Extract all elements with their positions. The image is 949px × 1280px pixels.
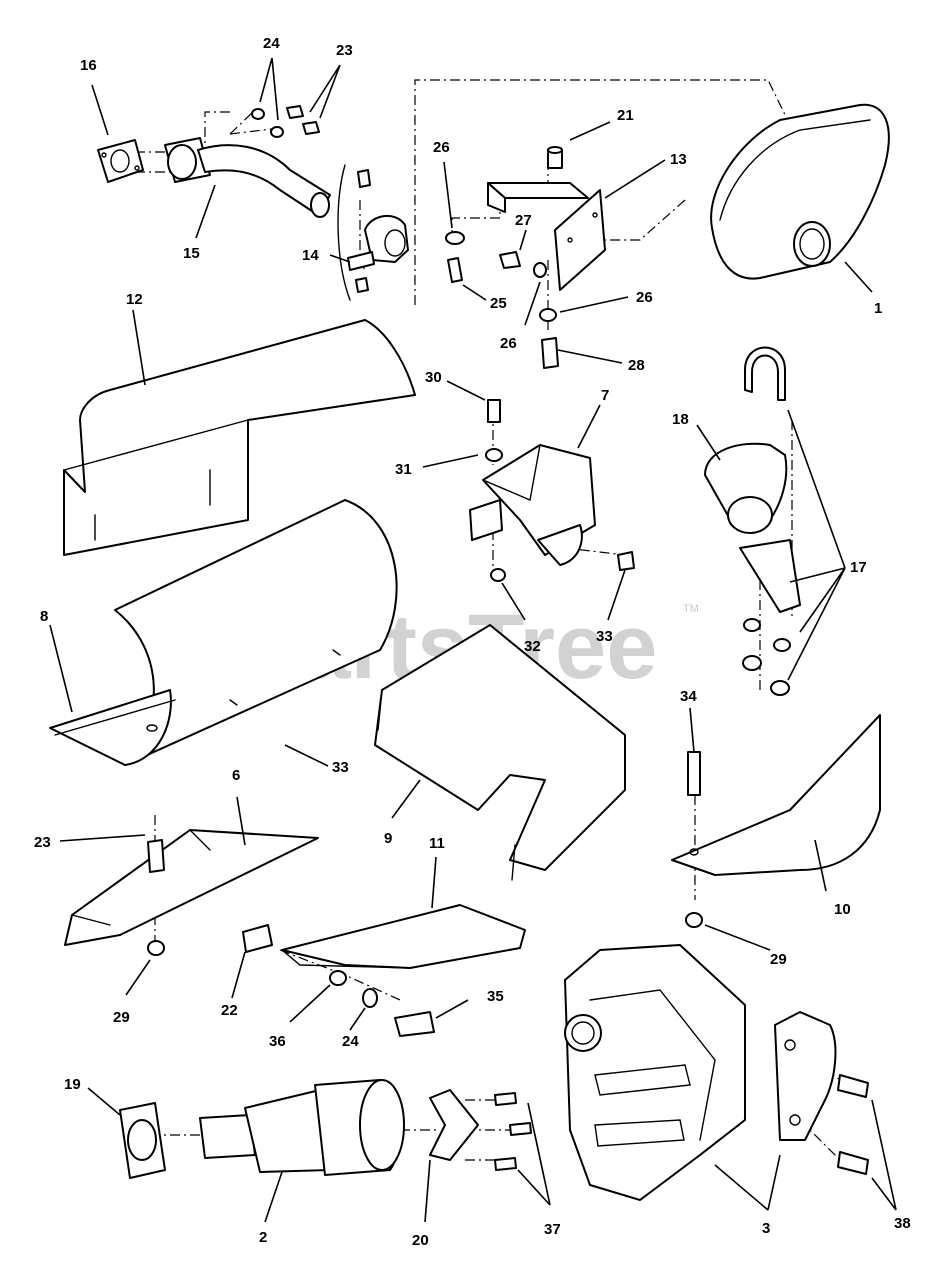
callout-18: 18: [672, 411, 689, 428]
part-37-screws: [494, 1092, 532, 1171]
callout-33-left: 33: [332, 759, 349, 776]
callout-23-left: 23: [34, 834, 51, 851]
callout-29-left: 29: [113, 1009, 130, 1026]
callout-25: 25: [490, 295, 507, 312]
part-38-bracket-and-screws: [774, 1011, 869, 1175]
callout-23: 23: [336, 42, 353, 59]
part-17-u-bolt: [742, 346, 791, 696]
callout-26-top: 26: [433, 139, 450, 156]
leader-lines: [49, 57, 897, 1223]
callout-19: 19: [64, 1076, 81, 1093]
callout-38: 38: [894, 1215, 911, 1232]
callout-3: 3: [762, 1220, 770, 1237]
callout-12: 12: [126, 291, 143, 308]
part-19-nut: [119, 1102, 166, 1179]
part-23-24-hardware-top: [251, 105, 320, 138]
part-18-elbow: [704, 442, 801, 613]
callout-6: 6: [232, 767, 240, 784]
callout-24: 24: [263, 35, 280, 52]
callout-29-right: 29: [770, 951, 787, 968]
callout-9: 9: [384, 830, 392, 847]
callout-7: 7: [601, 387, 609, 404]
callout-2: 2: [259, 1229, 267, 1246]
part-8-curved-shield: [49, 499, 398, 766]
callout-14: 14: [302, 247, 319, 264]
part-6-plate: [64, 829, 319, 946]
callout-33-right: 33: [596, 628, 613, 645]
callout-16: 16: [80, 57, 97, 74]
part-30-31-32-hardware: [485, 399, 635, 582]
callout-labels: 16 24 23 15 14 26 21 13 27 25 26 26 28 1…: [34, 35, 911, 1249]
callout-35: 35: [487, 988, 504, 1005]
callout-8: 8: [40, 608, 48, 625]
callout-20: 20: [412, 1232, 429, 1249]
part-15-exhaust-pipe: [164, 137, 331, 218]
callout-36: 36: [269, 1033, 286, 1050]
watermark-trademark: TM: [683, 603, 699, 615]
callout-27: 27: [515, 212, 532, 229]
callout-11: 11: [429, 835, 445, 852]
part-23-29-hardware-left: [147, 839, 165, 956]
callout-32: 32: [524, 638, 541, 655]
callout-15: 15: [183, 245, 200, 262]
part-9-cover: [374, 624, 626, 881]
callout-1: 1: [874, 300, 882, 317]
callout-31: 31: [395, 461, 412, 478]
part-10-shield: [671, 714, 881, 876]
callout-10: 10: [834, 901, 851, 918]
part-11-trough: [281, 904, 526, 969]
callout-17: 17: [850, 559, 867, 576]
callout-13: 13: [670, 151, 687, 168]
part-25-28-hardware: [445, 231, 559, 369]
callout-21: 21: [617, 107, 634, 124]
part-34-29-hardware: [685, 751, 703, 928]
part-14-clamp: [337, 164, 409, 301]
part-3-muffler: [564, 944, 746, 1201]
callout-26-bottom: 26: [500, 335, 517, 352]
part-20-clamp: [429, 1089, 479, 1161]
callout-26-right: 26: [636, 289, 653, 306]
part-7-bracket: [469, 444, 596, 566]
callout-22: 22: [221, 1002, 238, 1019]
part-2-arrestor: [199, 1079, 405, 1176]
callout-30: 30: [425, 369, 442, 386]
callout-24-bottom: 24: [342, 1033, 359, 1050]
part-22-36-24-35-hardware: [242, 924, 435, 1037]
part-1-muffler: [710, 103, 890, 280]
part-21-spacer: [547, 146, 563, 169]
part-12-heat-shield: [63, 319, 416, 556]
callout-28: 28: [628, 357, 645, 374]
part-16-gasket: [97, 139, 144, 183]
callout-34: 34: [680, 688, 697, 705]
callout-37: 37: [544, 1221, 561, 1238]
part-13-bracket: [487, 182, 606, 291]
